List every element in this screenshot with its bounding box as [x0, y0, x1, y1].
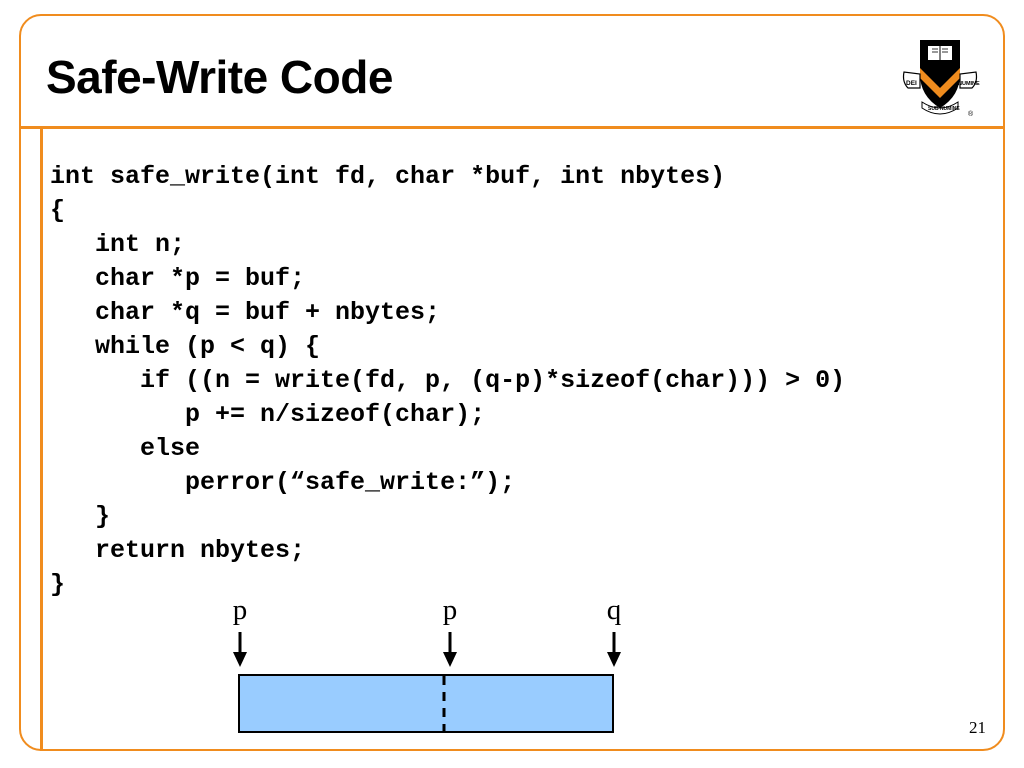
title-divider: [19, 126, 1005, 129]
registered-mark: ®: [968, 110, 974, 118]
buffer-split-line: [442, 676, 446, 732]
code-line: }: [50, 502, 111, 531]
code-line: while (p < q) {: [50, 332, 321, 361]
logo-text-left: DEI: [906, 80, 917, 87]
code-line: int n;: [50, 230, 186, 259]
code-line: int safe_write(int fd, char *buf, int nb…: [50, 162, 726, 191]
code-line: }: [50, 570, 66, 599]
code-block: int safe_write(int fd, char *buf, int nb…: [50, 160, 845, 602]
pointer-label-q: q: [606, 594, 622, 626]
down-arrow-icon: [233, 632, 247, 667]
princeton-shield-icon: DEI NUMINE SUB NUMINE ®: [902, 40, 980, 118]
code-line: if ((n = write(fd, p, (q-p)*sizeof(char)…: [50, 366, 846, 395]
code-line: char *p = buf;: [50, 264, 306, 293]
buffer-box: [238, 674, 614, 733]
page-number: 21: [969, 718, 986, 737]
logo-text-bottom: SUB NUMINE: [928, 106, 960, 112]
code-line: {: [50, 196, 66, 225]
code-line: else: [50, 434, 201, 463]
pointer-label-p-current: p: [442, 594, 458, 626]
left-rule: [40, 126, 43, 751]
down-arrow-icon: [607, 632, 621, 667]
down-arrow-icon: [443, 632, 457, 667]
slide-frame: [19, 14, 1005, 751]
code-line: p += n/sizeof(char);: [50, 400, 486, 429]
slide-title: Safe-Write Code: [46, 51, 393, 103]
pointer-label-p-start: p: [232, 594, 248, 626]
code-line: char *q = buf + nbytes;: [50, 298, 441, 327]
logo-text-right: NUMINE: [958, 81, 980, 87]
code-line: return nbytes;: [50, 536, 306, 565]
code-line: perror(“safe_write:”);: [50, 468, 516, 497]
